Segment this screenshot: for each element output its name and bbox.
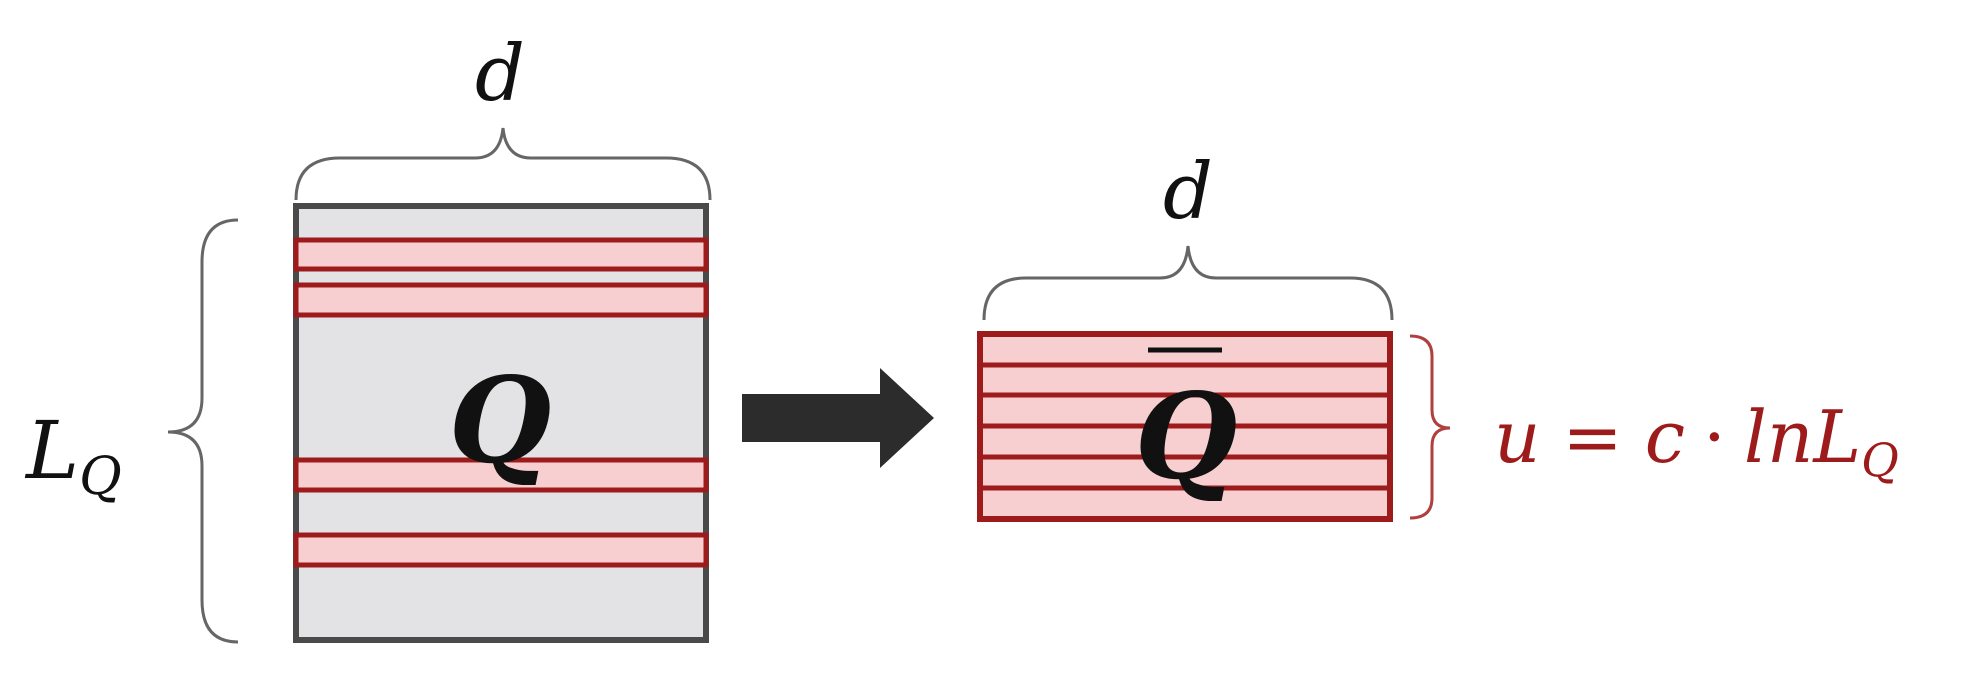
- selected-row: [293, 532, 709, 568]
- left-width-brace: [294, 127, 712, 201]
- transform-arrow: [742, 368, 934, 468]
- left-height-label: LQ: [24, 404, 122, 507]
- selected-row: [293, 457, 709, 493]
- sampled-query-matrix-label: Q: [1135, 367, 1238, 506]
- right-width-label: d: [1163, 147, 1213, 237]
- sampled-row-dividers: [980, 362, 1390, 491]
- left-matrix-group: d LQ Q: [24, 29, 712, 644]
- full-query-matrix-label: Q: [449, 351, 552, 490]
- full-query-matrix: [293, 203, 709, 643]
- right-width-brace: [982, 245, 1394, 321]
- left-width-label: d: [475, 29, 525, 119]
- right-matrix-group: d Q: [977, 147, 1451, 522]
- sampled-height-brace: [1409, 334, 1451, 520]
- left-height-brace: [167, 218, 239, 644]
- selected-row: [293, 282, 709, 318]
- selected-row: [293, 237, 709, 272]
- sample-size-formula: u=c·lnLQ: [1494, 395, 1899, 487]
